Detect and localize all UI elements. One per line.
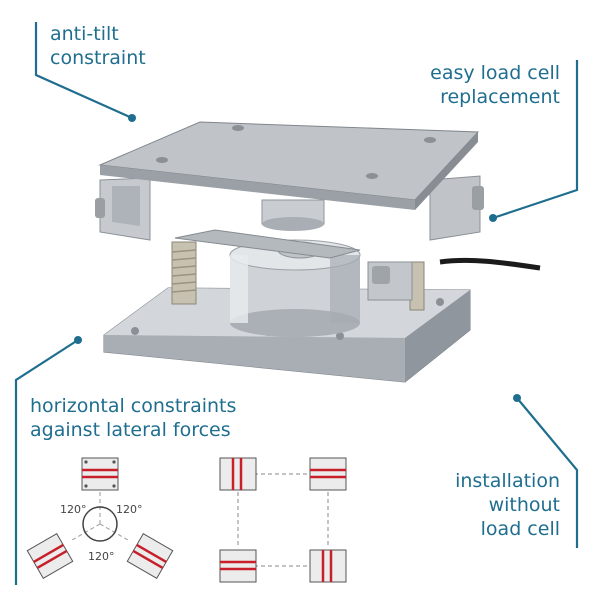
constraint-block	[81, 457, 119, 491]
constraint-block	[219, 457, 257, 491]
label-installation-without-load-cell: installation without load cell	[455, 469, 560, 541]
label-line: anti-tilt	[50, 23, 119, 45]
label-line: load cell	[480, 518, 560, 540]
load-cell-mount-image	[95, 121, 541, 383]
label-line: constraint	[50, 47, 146, 69]
constraint-block	[309, 457, 347, 491]
label-line: replacement	[440, 86, 560, 108]
leader-anti-tilt	[34, 22, 133, 120]
leader-lines	[14, 22, 579, 585]
angle-label: 120°	[116, 503, 143, 516]
right-bracket	[429, 175, 481, 241]
label-anti-tilt-constraint: anti-tilt constraint	[50, 22, 146, 70]
label-line: against lateral forces	[30, 419, 231, 441]
angle-label: 120°	[60, 503, 87, 516]
constraint-block	[309, 549, 347, 583]
leader-installation	[516, 397, 579, 548]
constraint-block	[26, 532, 74, 580]
leader-easy-replacement	[492, 60, 579, 220]
label-line: without	[488, 494, 560, 516]
angle-label: 120°	[88, 550, 115, 563]
four-point-diagram	[219, 457, 347, 583]
base-plate-edge	[104, 335, 405, 382]
three-point-diagram: 120° 120° 120°	[26, 457, 174, 580]
label-line: installation	[455, 470, 560, 492]
label-easy-load-cell-replacement: easy load cell replacement	[430, 61, 560, 109]
label-line: horizontal constraints	[30, 395, 237, 417]
label-line: easy load cell	[430, 62, 560, 84]
label-horizontal-constraints: horizontal constraints against lateral f…	[30, 394, 236, 442]
constraint-block	[126, 532, 174, 580]
constraint-block	[219, 549, 257, 583]
leader-horizontal	[14, 339, 79, 585]
